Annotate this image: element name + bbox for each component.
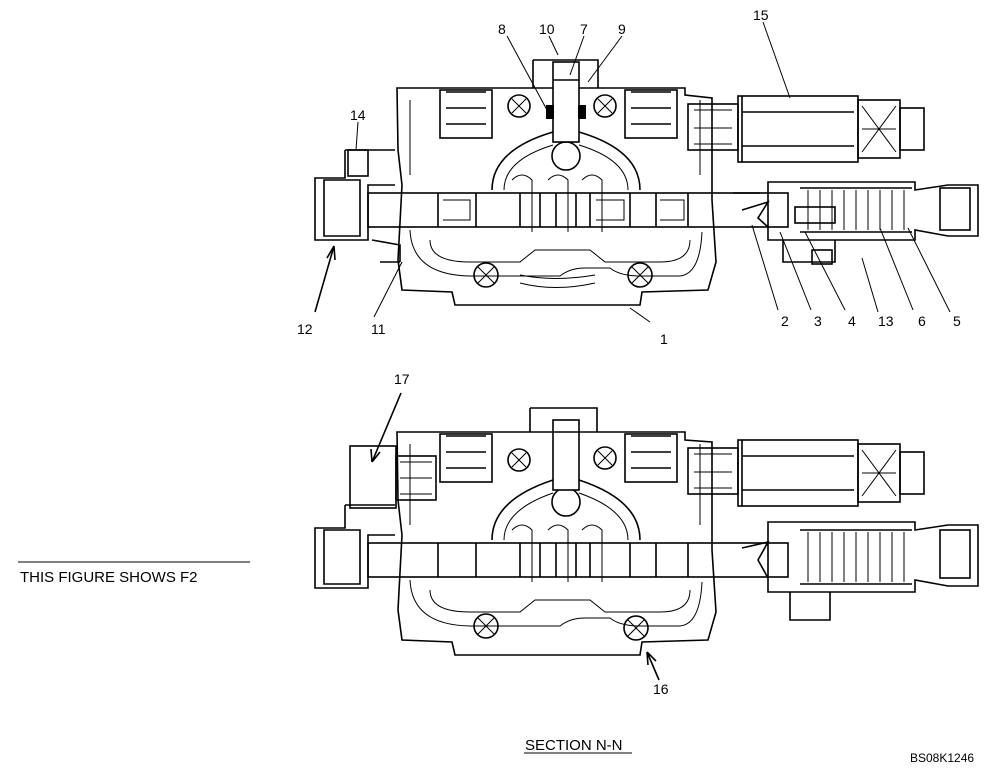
callout-2: 2 [781, 313, 789, 329]
callout-15: 15 [753, 7, 769, 23]
callout-16: 16 [653, 681, 669, 697]
callout-11: 11 [371, 321, 386, 337]
callout-7: 7 [580, 21, 588, 37]
callout-3: 3 [814, 313, 822, 329]
section-title: SECTION N-N [525, 737, 623, 754]
callout-12: 12 [297, 321, 313, 337]
callout-1: 1 [660, 331, 668, 347]
top-leader-lines [314, 21, 951, 323]
callout-10: 10 [539, 21, 555, 37]
callout-13: 13 [878, 313, 894, 329]
drawing-code: BS08K1246 [910, 751, 974, 765]
callout-5: 5 [953, 313, 961, 329]
callout-4: 4 [848, 313, 856, 329]
bottom-valve-view [314, 407, 979, 656]
callout-14: 14 [350, 107, 366, 123]
callout-17: 17 [394, 371, 410, 387]
bottom-leader-lines [370, 392, 660, 681]
top-valve-view [314, 59, 979, 306]
callout-8: 8 [498, 21, 506, 37]
figure-note: THIS FIGURE SHOWS F2 [20, 569, 198, 586]
callout-9: 9 [618, 21, 626, 37]
callout-labels: 8 10 7 9 15 14 12 11 1 2 3 4 13 6 5 17 1… [297, 7, 961, 697]
callout-6: 6 [918, 313, 926, 329]
